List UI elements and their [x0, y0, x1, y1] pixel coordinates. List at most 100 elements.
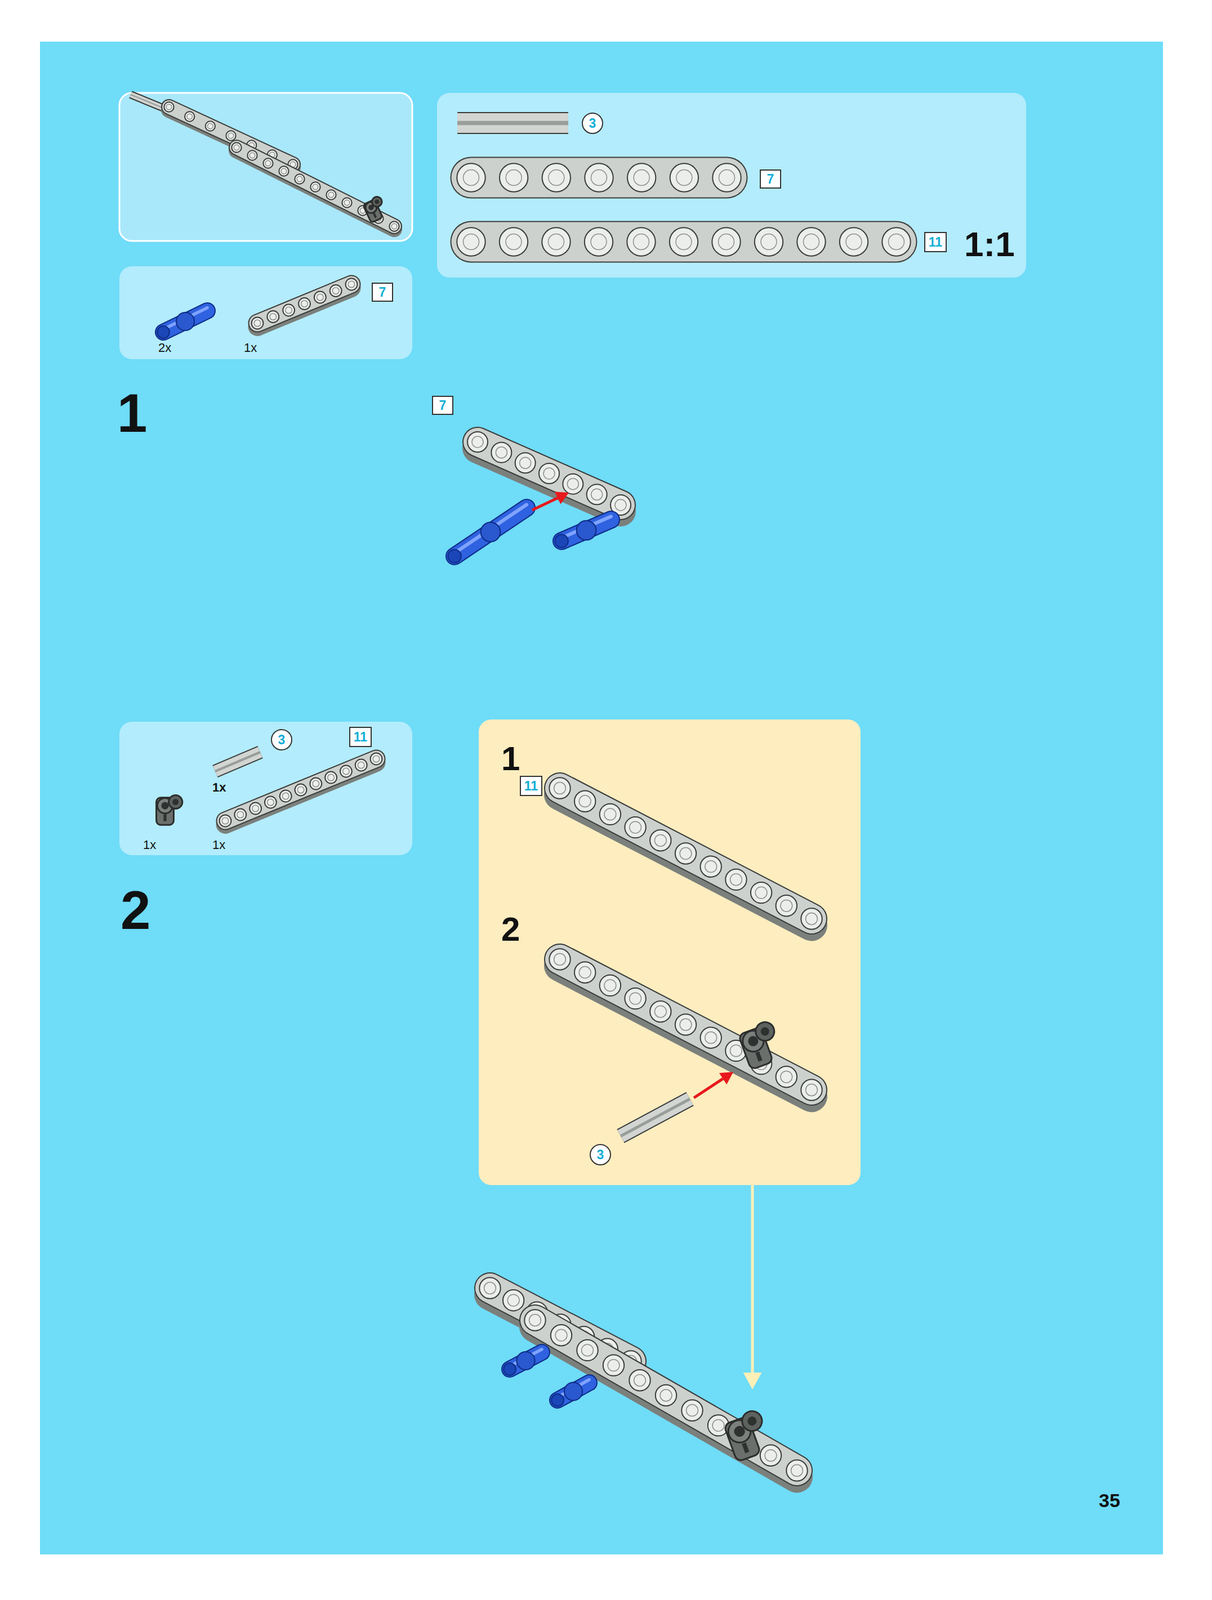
pin-collar [516, 1352, 535, 1371]
beam-hole-inner [186, 113, 193, 120]
beam-hole [467, 431, 488, 453]
axle-face [215, 752, 261, 772]
beam-hole-inner [654, 834, 667, 847]
blue-pin [503, 1349, 542, 1376]
beam-hole-inner [228, 132, 234, 139]
beam-hole [549, 777, 570, 799]
blue-pin [447, 504, 527, 563]
callout-number: 11 [353, 731, 368, 744]
beam-hole-inner [312, 184, 319, 190]
text-slot: 1 [501, 742, 520, 777]
beam-hole-inner [554, 954, 567, 966]
pin-outline [454, 508, 527, 557]
beam-hole-inner [265, 160, 271, 167]
beam-hole [603, 1355, 625, 1376]
beam-hole [576, 1340, 598, 1362]
beam-hole [675, 843, 697, 864]
red-arrow-head [719, 1072, 734, 1085]
beam-hole [754, 227, 783, 256]
beam-hole [340, 765, 352, 778]
beam-hole-inner [555, 1329, 568, 1342]
beam-hole-inner [780, 899, 793, 912]
beam-hole [163, 101, 174, 112]
step-number: 2 [120, 883, 151, 938]
beam-hole [499, 227, 528, 256]
connector-hole [759, 1026, 771, 1038]
connector-ring [752, 1019, 777, 1044]
beam-hole [549, 948, 570, 970]
beam-hole-inner [845, 234, 862, 251]
beam-hole-inner [705, 861, 717, 873]
beam-hole-inner [607, 1360, 620, 1372]
beam-hole [839, 227, 868, 256]
beam-hole [389, 221, 399, 231]
assembly-arrow-head [743, 1373, 763, 1390]
beam-hole-inner [267, 799, 275, 806]
beam [549, 948, 822, 1101]
beam-hole [711, 227, 741, 256]
beam-hole [225, 130, 236, 141]
label-slot: 1 [117, 386, 147, 441]
beam-length-callout: 7 [371, 282, 394, 302]
beam-hole-inner [505, 234, 522, 251]
beam-hole [515, 452, 536, 474]
beam-hole-inner [207, 123, 214, 129]
beam-hole [330, 284, 342, 297]
beam-hole [231, 142, 242, 153]
pin-end [554, 534, 569, 548]
pin-highlight [454, 504, 527, 554]
beam-outline [477, 442, 621, 506]
beam-hole-inner [760, 234, 777, 251]
pin-end [503, 1363, 516, 1376]
callout-number: 7 [379, 286, 387, 300]
blue-pin [554, 516, 612, 548]
beam-hole [881, 227, 911, 256]
beam-hole [599, 804, 621, 826]
preview-panel [119, 92, 413, 242]
axle-outline [215, 752, 261, 772]
beam-hole [542, 163, 571, 192]
beam-hole [370, 753, 383, 766]
beam-hole [776, 1066, 797, 1088]
beam-hole [251, 317, 264, 330]
callout-number: 3 [596, 1148, 605, 1162]
beam-hole [247, 150, 257, 160]
beam-hole [655, 1385, 677, 1407]
pin-end [157, 326, 170, 339]
beam-hole-inner [249, 152, 256, 159]
beam-length-callout: 11 [349, 727, 372, 748]
beam-hole-inner [591, 488, 603, 501]
step-number: 1:1 [964, 226, 1015, 262]
beam-face [471, 222, 897, 262]
beam-hole-inner [675, 234, 692, 251]
beam-hole [681, 1400, 703, 1421]
connector-hole [746, 1415, 759, 1428]
beam-hole [624, 817, 646, 839]
beam-hole-inner [237, 811, 244, 819]
beam-hole-inner [297, 786, 305, 794]
beam-hole-inner [780, 1071, 793, 1084]
callout-number: 3 [278, 733, 286, 747]
beam-hole [670, 163, 699, 192]
connector-cross [163, 814, 167, 822]
beam-hole-inner [554, 782, 567, 795]
text-slot: 2x [158, 341, 172, 355]
callout-circle-outline [590, 1144, 611, 1166]
text-slot: 11 [353, 731, 368, 744]
beam-face [225, 759, 377, 822]
beam-hole-inner [679, 1019, 692, 1032]
beam-hole-inner [471, 436, 484, 448]
pin-end [551, 1394, 564, 1407]
beam-hole-inner [604, 979, 617, 992]
beam-hole-inner [629, 821, 642, 834]
connector-ring [739, 1409, 765, 1435]
beam-hole [574, 961, 596, 983]
beam-hole-inner [529, 1315, 542, 1327]
beam-hole-inner [755, 887, 768, 899]
step1-illustration [447, 431, 631, 564]
beam [251, 278, 358, 330]
beam-hole-inner [633, 170, 650, 186]
beam-face [559, 959, 812, 1091]
beam-hole-inner [391, 223, 398, 230]
